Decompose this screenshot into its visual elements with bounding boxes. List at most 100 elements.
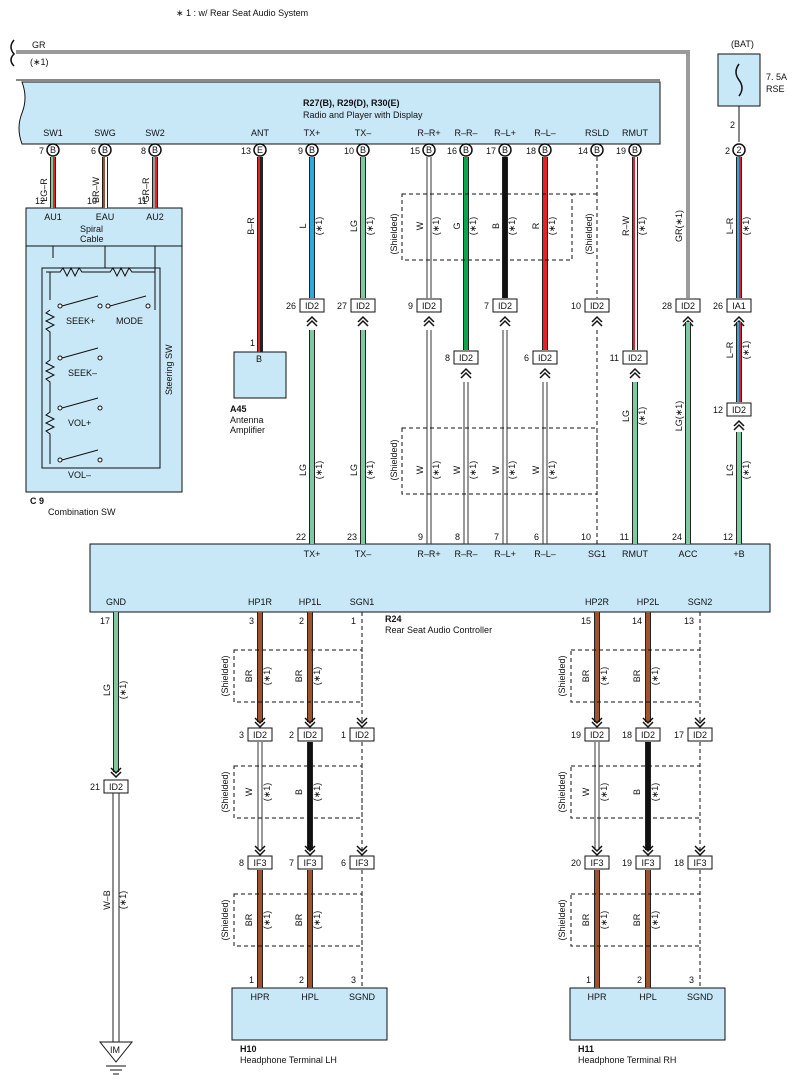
connector-arrow	[642, 845, 654, 857]
switch-contact	[57, 355, 63, 361]
conn-id2-b	[726, 402, 752, 417]
radio-pin-conn	[305, 143, 319, 157]
wire-tag: (∗1)	[262, 911, 272, 930]
conn-id2-mid	[453, 350, 479, 365]
radio-pin-num: 15	[410, 146, 420, 156]
ctrl-pin-num: 22	[296, 532, 306, 542]
combo-id: C 9	[30, 496, 44, 506]
ctrl-pin-num: 17	[100, 616, 110, 626]
wire-tag: (∗1)	[599, 667, 609, 686]
combo-pin-name: AU2	[146, 212, 164, 222]
conn-id2-rh-num: 17	[674, 730, 684, 740]
combo-pin-num: 11	[138, 196, 147, 206]
conn-if3-lh-label: IF3	[355, 858, 368, 868]
switch-label: VOL–	[68, 470, 91, 480]
ctrl-pin-name: R–L+	[494, 549, 516, 559]
wire-tag: (∗1)	[741, 217, 751, 236]
radio-pin-conn	[46, 143, 60, 157]
conn-id2-lh	[247, 727, 273, 742]
wire-tag: (∗1)	[312, 667, 322, 686]
conn-if3-rh-num: 19	[622, 858, 632, 868]
radio-title: R27(B), R29(D), R30(E)	[303, 98, 400, 108]
h11-box	[569, 987, 726, 1041]
note-text: ∗ 1 : w/ Rear Seat Audio System	[176, 8, 308, 18]
conn-id2-rh-label: ID2	[590, 730, 604, 740]
switch-label: SEEK–	[68, 368, 97, 378]
wire-color-label: W	[415, 221, 425, 230]
radio-pin-conn-text: B	[542, 145, 548, 155]
hp-pin-name: SGND	[349, 992, 376, 1002]
connector-arrow	[499, 315, 511, 327]
conn-id2-rh	[635, 727, 661, 742]
antenna-id: A45	[230, 404, 247, 414]
controller-name: Rear Seat Audio Controller	[385, 625, 492, 635]
shielded-label: (Shielded)	[557, 655, 567, 696]
radio-pin-num: 10	[344, 146, 354, 156]
conn-id2-lh	[349, 727, 375, 742]
wire-color-label: BR	[581, 913, 591, 926]
radio-pin-num: 19	[616, 146, 626, 156]
radio-pin-conn	[538, 143, 552, 157]
wire-color-label: B	[294, 789, 304, 795]
conn-if3-rh	[584, 855, 610, 870]
h11-id: H11	[578, 1044, 594, 1054]
conn-ground-num: 21	[90, 782, 100, 792]
wire-tag: (∗1)	[599, 783, 609, 802]
connector-arrow	[694, 717, 706, 729]
conn-id2-mid-num: 8	[445, 353, 450, 363]
switch-contact	[97, 457, 103, 463]
ctrl-pin-name: TX+	[304, 549, 321, 559]
conn-id2-upper-num: 9	[408, 301, 413, 311]
wire-color-label: BR	[294, 669, 304, 682]
connector-arrow	[304, 845, 316, 857]
conn-id2-upper-label: ID2	[681, 301, 695, 311]
wire-tag: (∗1)	[468, 217, 478, 236]
shielded-label: (Shielded)	[220, 655, 230, 696]
antenna-box	[233, 351, 287, 399]
h10-name: Headphone Terminal LH	[240, 1055, 337, 1065]
h10-id: H10	[240, 1044, 257, 1054]
conn-id2-mid-num: 6	[524, 353, 529, 363]
radio-pin-name: R–L+	[494, 128, 516, 138]
ctrl-pin-name: SGN1	[350, 597, 375, 607]
hp-pin-num: 1	[249, 975, 254, 985]
switch-contact	[57, 303, 63, 309]
ctrl-pin-num: 9	[418, 532, 423, 542]
wire-tag: (∗1)	[637, 217, 647, 236]
conn-id2-b-label: ID2	[732, 405, 746, 415]
resistor-row	[46, 266, 155, 278]
conn-id2-upper	[350, 298, 376, 313]
connector-arrow	[733, 419, 745, 431]
ctrl-pin-num: 8	[455, 532, 460, 542]
wire-color-label: W	[581, 787, 591, 796]
connector-arrow	[591, 845, 603, 857]
antenna-conn: B	[256, 354, 262, 364]
fuse-pin-num: 2	[730, 120, 735, 130]
conn-id2-lh-label: ID2	[303, 730, 317, 740]
ctrl-pin-num: 14	[632, 616, 642, 626]
connector-arrow	[356, 717, 368, 729]
shielded-label: (Shielded)	[220, 899, 230, 940]
combination-switch	[25, 207, 183, 493]
radio-pin-num: 16	[447, 146, 457, 156]
radio-pin-name: SWG	[94, 128, 116, 138]
conn-id2-upper-label: IA1	[732, 301, 746, 311]
conn-if3-lh-num: 6	[341, 858, 346, 868]
ctrl-pin-name: R–R+	[417, 549, 440, 559]
switch-contact	[97, 303, 103, 309]
radio-subtitle: Radio and Player with Display	[303, 110, 423, 120]
wire-tag: (∗1)	[741, 461, 751, 480]
ctrl-pin-name: HP1L	[299, 597, 322, 607]
radio-pin-num: 18	[526, 146, 536, 156]
combo-pin-name: AU1	[44, 212, 62, 222]
shielded-label: (Shielded)	[557, 899, 567, 940]
conn-if3-rh	[687, 855, 713, 870]
conn-id2-rh	[687, 727, 713, 742]
antenna-name-2: Amplifier	[230, 425, 265, 435]
combo-wire-color: LG–R	[39, 178, 49, 202]
hp-pin-name: HPL	[301, 992, 319, 1002]
combo-wire-color: GR–R	[141, 177, 151, 203]
switch-contact	[97, 405, 103, 411]
wire-color-label: LG	[349, 464, 359, 476]
